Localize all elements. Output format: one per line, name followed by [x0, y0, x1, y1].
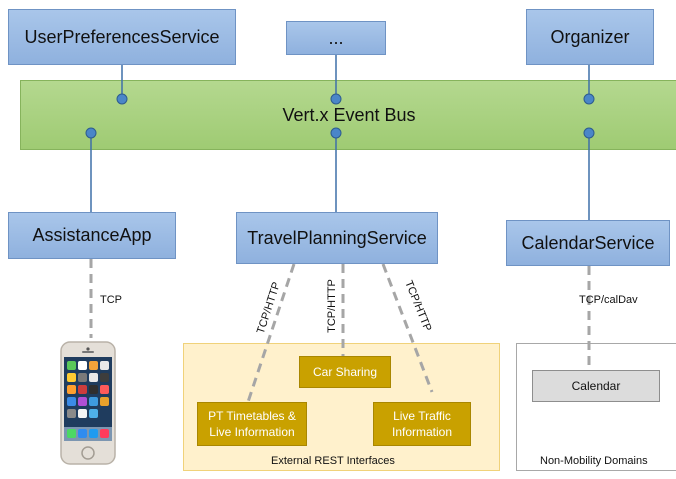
external-rest-label: External REST Interfaces	[271, 455, 395, 467]
ellipsis-service-label: ...	[328, 27, 344, 48]
calendar-service-box: CalendarService	[506, 220, 670, 266]
live-traffic-label-line2: Information	[391, 425, 453, 439]
calendar-service-label: CalendarService	[521, 232, 655, 253]
car-sharing-box: Car Sharing	[299, 356, 391, 388]
assistance-app-box: AssistanceApp	[8, 212, 176, 259]
non-mobility-region	[516, 343, 676, 471]
calendar-box: Calendar	[532, 370, 660, 402]
live-traffic-label-line1: Live Traffic	[393, 409, 451, 423]
car-sharing-label: Car Sharing	[312, 365, 378, 379]
event-bus: Vert.x Event Bus	[20, 80, 676, 150]
tcp-caldav-link-label: TCP/calDav	[579, 294, 638, 306]
organizer-box: Organizer	[526, 9, 654, 65]
tcp-http-label-middle: TCP/HTTP	[325, 279, 338, 333]
user-preferences-service-box: UserPreferencesService	[8, 9, 236, 65]
user-preferences-service-label: UserPreferencesService	[24, 26, 220, 47]
smartphone-image	[60, 341, 116, 465]
pt-timetables-label-line2: Live Information	[209, 425, 295, 439]
travel-planning-service-label: TravelPlanningService	[247, 227, 427, 248]
calendar-label: Calendar	[571, 379, 621, 393]
non-mobility-label: Non-Mobility Domains	[540, 455, 648, 467]
event-bus-label: Vert.x Event Bus	[282, 104, 416, 125]
live-traffic-box: Live Traffic Information	[373, 402, 471, 446]
assistance-app-label: AssistanceApp	[32, 225, 152, 245]
ellipsis-service-box: ...	[286, 21, 386, 55]
tcp-link-label: TCP	[100, 294, 122, 306]
organizer-label: Organizer	[550, 26, 630, 47]
pt-timetables-box: PT Timetables & Live Information	[197, 402, 307, 446]
travel-planning-service-box: TravelPlanningService	[236, 212, 438, 264]
pt-timetables-label-line1: PT Timetables &	[208, 409, 296, 423]
